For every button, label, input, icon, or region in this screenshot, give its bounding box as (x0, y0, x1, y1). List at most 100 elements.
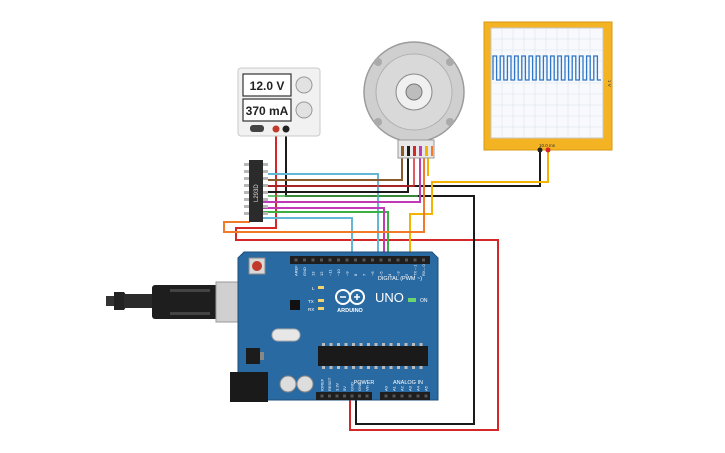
analog-pin-label: A2 (400, 385, 405, 391)
on-indicator (408, 298, 416, 302)
digital-pin-hole[interactable] (379, 258, 383, 262)
wire-yellow-scope[interactable] (409, 148, 549, 255)
analog-header[interactable] (380, 392, 430, 400)
on-label: ON (420, 298, 428, 304)
digital-pin-label: 13 (311, 271, 316, 276)
driver-chip[interactable]: L293D (244, 160, 268, 222)
supply-positive-terminal[interactable] (272, 125, 280, 133)
power-pin-hole[interactable] (343, 394, 346, 398)
motor-screw (374, 118, 382, 126)
power-supply[interactable]: 12.0 V 370 mA (237, 67, 321, 137)
wire-red-power[interactable] (235, 130, 499, 431)
mcu-pin (374, 343, 378, 346)
power-pin-hole[interactable] (320, 394, 324, 398)
mcu-pin (322, 366, 325, 369)
digital-pin-hole[interactable] (371, 258, 374, 262)
scope-side-label: 1 V (607, 80, 612, 87)
mcu-pin (404, 343, 408, 346)
wire-green[interactable] (262, 211, 389, 255)
mcu-pin (397, 343, 400, 346)
mcu-pin (382, 343, 385, 346)
digital-pin-hole[interactable] (362, 258, 366, 262)
mcu-pin (419, 343, 423, 346)
power-pin-label: 3.3V (335, 382, 340, 391)
motor-screw (374, 58, 382, 66)
motor-shaft (405, 83, 423, 101)
mcu-pin (337, 343, 340, 346)
power-pin-hole[interactable] (335, 394, 339, 398)
digital-pin-label: 2 (404, 273, 409, 276)
digital-header[interactable] (290, 256, 430, 264)
digital-pin-hole[interactable] (337, 258, 340, 262)
analog-pin-hole[interactable] (408, 394, 412, 398)
motor-screw (446, 58, 454, 66)
mcu-pin (329, 366, 333, 369)
analog-pin-hole[interactable] (400, 394, 404, 398)
digital-pin-hole[interactable] (405, 258, 408, 262)
wire-cyan-2[interactable] (262, 217, 353, 255)
power-pin-hole[interactable] (350, 394, 354, 398)
analog-pin-hole[interactable] (392, 394, 396, 398)
supply-switch[interactable] (250, 125, 264, 132)
digital-pin-hole[interactable] (328, 258, 332, 262)
current-knob[interactable] (295, 101, 313, 119)
analog-pin-label: A0 (384, 385, 389, 391)
mcu-pin (344, 343, 348, 346)
wire-magenta-2[interactable] (262, 207, 385, 255)
power-pin-hole[interactable] (358, 394, 361, 398)
led-rx (318, 307, 324, 310)
crystal (271, 328, 301, 342)
digital-pin-hole[interactable] (413, 258, 417, 262)
mcu-pin (367, 366, 370, 369)
digital-pin-hole[interactable] (311, 258, 315, 262)
brand-label: ARDUINO (337, 308, 363, 314)
digital-pin-hole[interactable] (396, 258, 400, 262)
analog-pin-hole[interactable] (416, 394, 420, 398)
dc-jack[interactable] (230, 372, 268, 402)
led-tx-label: TX (308, 299, 314, 304)
digital-pin-label: ~11 (328, 269, 333, 276)
supply-negative-terminal[interactable] (282, 125, 290, 133)
digital-pin-hole[interactable] (303, 258, 306, 262)
scope-probe-negative[interactable] (537, 147, 543, 153)
scope-probe-positive[interactable] (545, 147, 551, 153)
digital-pin-hole[interactable] (345, 258, 349, 262)
led-tx (318, 299, 324, 302)
digital-pin-label: 7 (362, 273, 367, 276)
digital-pin-label: 4 (387, 273, 392, 276)
analog-pin-hole[interactable] (424, 394, 428, 398)
analog-pin-hole[interactable] (384, 394, 388, 398)
voltage-knob[interactable] (295, 76, 313, 94)
digital-pin-hole[interactable] (422, 258, 425, 262)
mcu-pin (412, 366, 415, 369)
digital-pin-hole[interactable] (388, 258, 391, 262)
mcu-pin (374, 366, 378, 369)
digital-pin-hole[interactable] (354, 258, 357, 262)
mcu-pin (322, 343, 325, 346)
digital-pin-label: 8 (353, 273, 358, 276)
wire-orange[interactable] (223, 158, 425, 233)
wire-brown[interactable] (268, 158, 403, 181)
microcontroller (318, 346, 428, 366)
wire-cyan[interactable] (268, 173, 379, 255)
oscilloscope[interactable]: 10.0 ms 1 V (483, 21, 613, 153)
power-pin-hole[interactable] (365, 394, 369, 398)
wire-black-2[interactable] (268, 158, 409, 193)
wire-magenta[interactable] (262, 158, 421, 203)
mcu-pin (359, 366, 363, 369)
digital-pin-hole[interactable] (294, 258, 298, 262)
digital-pin-label: ~9 (345, 271, 350, 276)
digital-pin-label: GND (302, 267, 307, 276)
chip-pins-right (263, 163, 268, 215)
model-label: UNO (375, 290, 404, 305)
current-display: 370 mA (246, 104, 289, 118)
capacitor (279, 375, 297, 393)
motor-screw (446, 118, 454, 126)
wire-red-2[interactable] (268, 158, 415, 187)
power-pin-hole[interactable] (328, 394, 331, 398)
digital-pin-hole[interactable] (320, 258, 323, 262)
led-l (318, 286, 324, 289)
power-label: POWER (354, 380, 375, 386)
dc-motor[interactable] (363, 41, 465, 159)
